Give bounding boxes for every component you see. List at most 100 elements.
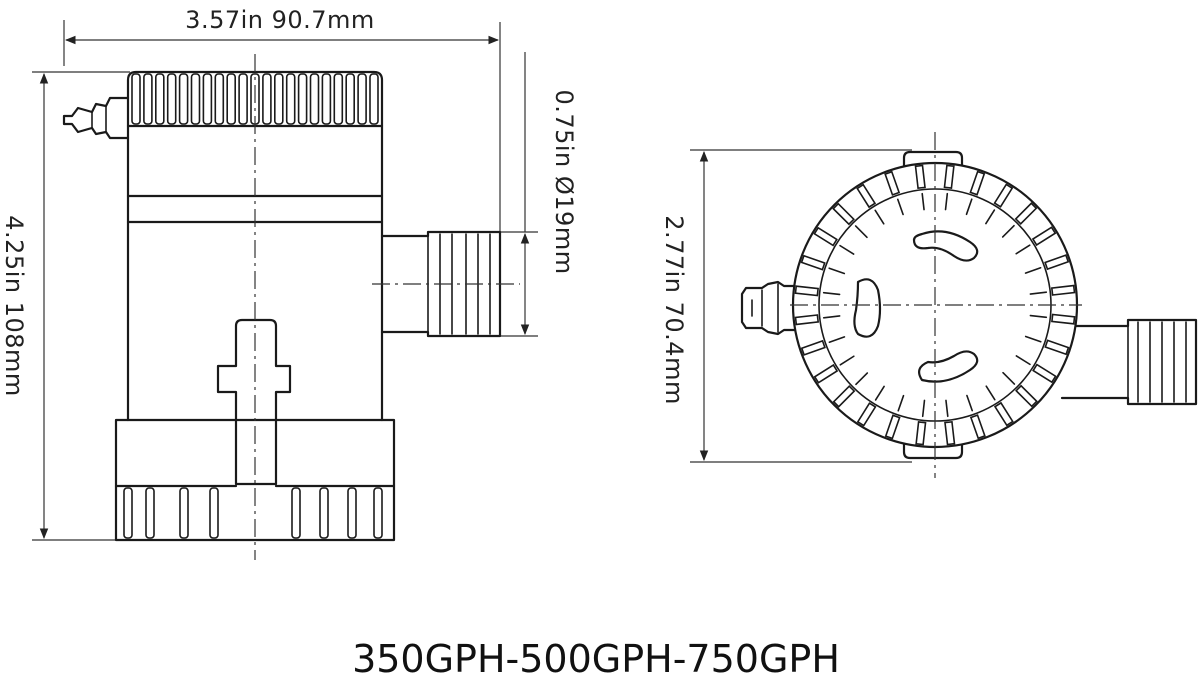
cap-rib — [943, 164, 955, 189]
cap-rib — [993, 401, 1014, 427]
outlet-dimension: 0.75in Ø19mm — [500, 52, 578, 337]
top-view: 2.77in 70.4mm — [660, 132, 1198, 478]
inner-rib — [854, 225, 868, 239]
inner-rib — [897, 394, 905, 412]
cap-rib — [993, 183, 1014, 208]
top-height-dimension: 2.77in 70.4mm — [660, 149, 912, 463]
inner-rib — [985, 209, 996, 225]
cap-rib — [226, 73, 236, 125]
cap-rib — [794, 285, 819, 297]
top-height-label: 2.77in 70.4mm — [660, 215, 688, 405]
cap-rib — [190, 73, 201, 125]
side-hose-barb — [62, 96, 130, 140]
base-rib — [373, 487, 383, 539]
inner-rib — [921, 399, 926, 418]
cap-rib — [155, 73, 165, 125]
cap-rib — [832, 202, 855, 226]
cap-rib — [856, 402, 877, 427]
cap-rib — [1032, 363, 1057, 384]
cap-rib — [969, 170, 986, 196]
inner-rib — [1002, 371, 1016, 385]
inner-rib — [839, 244, 855, 255]
cap-rib — [202, 73, 213, 125]
inner-rib — [828, 336, 846, 344]
pump-base — [114, 418, 396, 542]
model-label: 350GPH-500GPH-750GPH — [352, 637, 840, 675]
cap-rib — [884, 170, 901, 196]
cap-rib — [1051, 313, 1076, 325]
cap-rib — [800, 254, 826, 271]
cap-rib — [345, 73, 356, 125]
inner-rib — [1024, 335, 1042, 343]
inner-rib — [1015, 355, 1031, 366]
cap-rib — [884, 414, 901, 440]
cap-rib — [238, 73, 248, 125]
inner-rib — [896, 198, 904, 216]
width-label: 3.57in 90.7mm — [185, 6, 375, 34]
cap-rib — [131, 73, 141, 125]
cap-rib — [273, 73, 284, 125]
base-rib — [209, 487, 219, 539]
inner-rib — [874, 385, 885, 401]
outlet-label: 0.75in Ø19mm — [550, 89, 578, 274]
inner-rib — [966, 394, 974, 412]
cap-rib — [166, 73, 177, 125]
cap-rib — [297, 73, 308, 125]
inner-rib — [1015, 244, 1031, 255]
inner-rib — [965, 198, 973, 216]
cap-rib — [143, 73, 153, 125]
cap-rib — [944, 420, 956, 446]
cap-rib — [357, 73, 367, 125]
cap-rib — [832, 385, 856, 408]
base-rib — [145, 487, 155, 539]
base-rib — [347, 487, 357, 539]
base-rib — [179, 487, 189, 539]
base-rib — [319, 487, 329, 539]
inner-rib — [1029, 314, 1048, 319]
cap-rib — [1044, 339, 1070, 356]
cap-rib — [369, 73, 379, 125]
cap-rib — [794, 314, 820, 326]
inner-rib — [944, 192, 949, 211]
cap-rib — [813, 363, 839, 384]
height-dimension: 4.25in 108mm — [0, 71, 130, 541]
cap-rib — [1031, 226, 1057, 247]
inner-rib — [945, 399, 949, 418]
cap-rib — [1014, 202, 1038, 225]
base-rib — [291, 487, 301, 539]
inner-rib — [828, 267, 846, 275]
side-view: 3.57in 90.7mm 4.25in 108mm 0.75in Ø19mm — [0, 6, 578, 560]
inner-rib — [1024, 266, 1042, 274]
cap-rib — [856, 183, 877, 209]
body-key — [216, 318, 292, 486]
inner-rib — [1001, 224, 1015, 238]
cap-rib — [1015, 384, 1038, 408]
height-label: 4.25in 108mm — [0, 215, 28, 397]
inner-rib — [1029, 291, 1048, 295]
cap-rib — [309, 73, 320, 125]
cap-rib — [262, 73, 272, 125]
inner-rib — [985, 385, 996, 401]
cap-rib — [969, 414, 986, 440]
cap-rib — [813, 226, 838, 247]
cap-rib — [1050, 284, 1076, 296]
cap-rib — [214, 73, 225, 125]
top-hose-barb — [740, 280, 804, 336]
cap-rib — [285, 73, 296, 125]
slot-openings — [853, 230, 979, 383]
inner-rib — [822, 315, 841, 319]
inner-rib — [874, 209, 885, 225]
cap-rib — [178, 73, 189, 125]
inner-rib — [839, 355, 855, 366]
inner-rib — [855, 372, 869, 386]
top-outlet — [1060, 318, 1198, 406]
cap-rib — [914, 164, 926, 190]
radial-ribs — [794, 164, 1076, 446]
inner-rib — [822, 291, 841, 296]
cap-rib — [915, 421, 927, 446]
base-rib — [123, 487, 133, 539]
cap-rib — [1044, 254, 1070, 271]
cap-rib — [321, 73, 332, 125]
inner-rib — [921, 192, 925, 211]
